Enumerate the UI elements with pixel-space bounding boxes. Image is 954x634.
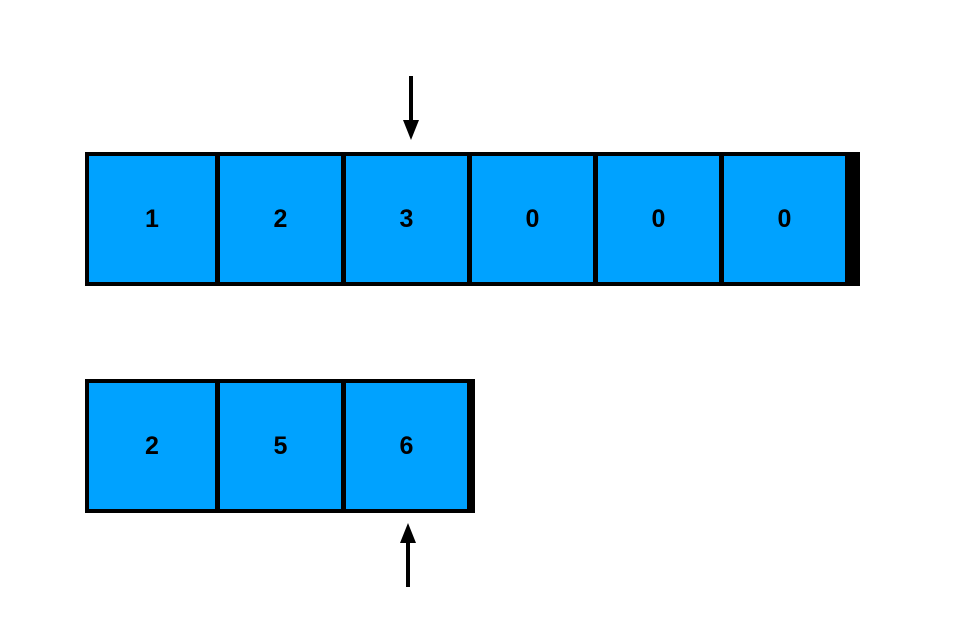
bottom-array: 2 5 6: [85, 379, 475, 513]
top-array-cell-2[interactable]: 3: [341, 156, 467, 282]
bottom-array-cell-1[interactable]: 5: [215, 383, 341, 509]
bottom-array-cell-2[interactable]: 6: [341, 383, 467, 509]
top-array-cell-0[interactable]: 1: [89, 156, 215, 282]
top-array-cell-1[interactable]: 2: [215, 156, 341, 282]
arrow-up-icon: [393, 521, 423, 587]
bottom-array-cell-0[interactable]: 2: [89, 383, 215, 509]
top-array-cell-5[interactable]: 0: [719, 156, 845, 282]
top-array: 1 2 3 0 0 0: [85, 152, 860, 286]
top-array-cell-4[interactable]: 0: [593, 156, 719, 282]
top-array-cell-3[interactable]: 0: [467, 156, 593, 282]
arrow-down-icon: [396, 76, 426, 142]
